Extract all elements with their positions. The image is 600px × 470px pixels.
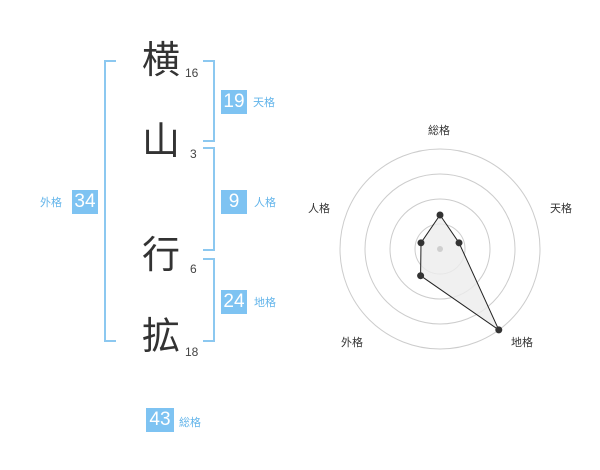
name-char-1: 横 <box>142 38 181 82</box>
soukaku-label: 総格 <box>179 416 201 429</box>
tenkaku-bracket <box>203 60 215 142</box>
radar-point-4 <box>417 272 425 280</box>
stroke-count-4: 18 <box>185 345 199 359</box>
radar-point-5 <box>417 239 425 247</box>
chikaku-label: 地格 <box>254 296 276 309</box>
radar-axis-label-jinkaku: 人格 <box>308 202 330 215</box>
jinkaku-bracket <box>203 147 215 251</box>
radar-point-3 <box>495 326 503 334</box>
radar-axis-label-chikaku: 地格 <box>511 336 533 349</box>
chikaku-bracket <box>203 258 215 342</box>
chikaku-value-badge: 24 <box>221 290 247 314</box>
jinkaku-value-badge: 9 <box>221 190 247 214</box>
name-char-4: 拡 <box>142 314 181 358</box>
stroke-count-2: 3 <box>190 147 197 161</box>
radar-ring-4 <box>339 148 541 350</box>
radar-center-dot <box>437 246 443 252</box>
name-char-3: 行 <box>142 233 181 277</box>
radar-area <box>420 214 501 332</box>
radar-ring-2 <box>389 198 491 300</box>
soukaku-value-badge: 43 <box>146 408 174 432</box>
radar-axis-label-soukaku: 総格 <box>428 124 450 137</box>
stroke-count-1: 16 <box>185 66 199 80</box>
radar-axis-label-gaikaku: 外格 <box>341 336 363 349</box>
radar-point-2 <box>455 239 463 247</box>
tenkaku-label: 天格 <box>253 96 275 109</box>
radar-point-1 <box>436 211 444 219</box>
radar-ring-3 <box>364 173 516 325</box>
gaikaku-label: 外格 <box>40 196 62 209</box>
gaikaku-bracket <box>104 60 116 342</box>
jinkaku-label: 人格 <box>254 196 276 209</box>
tenkaku-value-badge: 19 <box>221 90 247 114</box>
radar-axis-label-tenkaku: 天格 <box>550 202 572 215</box>
stroke-count-3: 6 <box>190 262 197 276</box>
gaikaku-value-badge: 34 <box>72 190 98 214</box>
name-char-2: 山 <box>142 119 181 163</box>
